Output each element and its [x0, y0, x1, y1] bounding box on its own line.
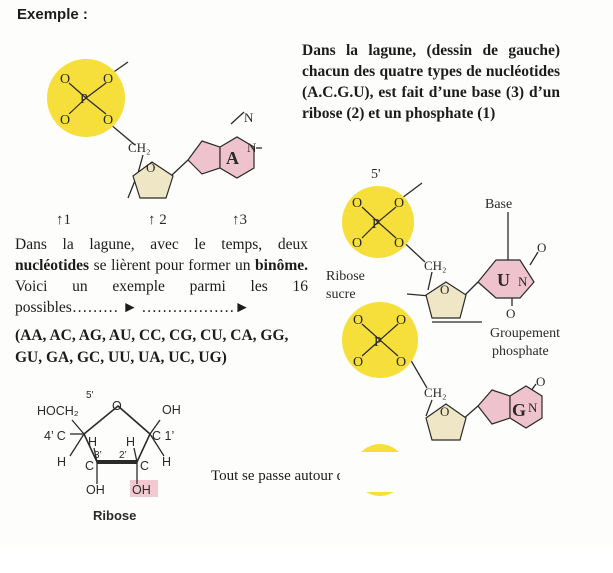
label-1: ↑1 [56, 212, 71, 228]
svg-text:O: O [506, 306, 515, 321]
svg-text:O: O [353, 355, 363, 370]
base-letter-u: U [497, 270, 510, 290]
svg-text:H: H [126, 435, 135, 449]
ribose-pentagon-3 [425, 403, 467, 441]
svg-text:5': 5' [86, 390, 94, 401]
svg-text:P: P [374, 335, 382, 350]
oh-2-label: OH [132, 483, 151, 497]
left-paragraph: Dans la lagune, avec le temps, deux nucl… [15, 236, 308, 316]
svg-text:O: O [440, 282, 449, 297]
svg-text:O: O [60, 72, 70, 87]
svg-text:3’: 3’ [94, 450, 102, 461]
svg-text:N: N [244, 110, 254, 125]
svg-text:CH₂: CH₂ [424, 258, 447, 273]
ribose-label: Ribose [326, 269, 365, 284]
svg-text:N: N [247, 140, 257, 155]
phosphate-p-label: P [80, 92, 88, 107]
svg-text:P: P [372, 217, 380, 232]
oh-2-highlight [130, 480, 158, 497]
svg-text:N: N [518, 274, 528, 289]
nucleotide-diagram: P O O O O CH₂ O A N N ↑1 ↑ 2 ↑3 [47, 59, 262, 228]
c4-label: 4’ C [44, 429, 66, 443]
c1-label: C 1’ [152, 429, 174, 443]
svg-text:2’: 2’ [119, 450, 127, 461]
svg-text:O: O [396, 355, 406, 370]
right-paragraph: Dans la lagune, (dessin de gauche) chacu… [302, 42, 560, 122]
svg-text:O: O [103, 72, 113, 87]
svg-text:O: O [394, 236, 404, 251]
svg-text:CH₂: CH₂ [424, 385, 447, 400]
svg-text:H: H [57, 455, 66, 469]
svg-text:O: O [396, 313, 406, 328]
label-2: ↑ 2 [148, 212, 167, 228]
base-hexagon-1 [219, 136, 255, 179]
base-letter-g: G [512, 400, 526, 420]
svg-text:5': 5' [371, 167, 381, 182]
base-letter-a: A [226, 148, 239, 168]
base-label: Base [485, 197, 512, 212]
svg-text:C: C [85, 459, 94, 473]
base-hexagon-g [509, 385, 543, 429]
dinucleotide-diagram: 5' [326, 167, 560, 496]
phosphate-group-label: Groupement [490, 326, 560, 341]
svg-text:C: C [140, 459, 149, 473]
ribose-pentagon-1 [132, 161, 174, 199]
svg-text:OH: OH [162, 403, 181, 417]
svg-text:O: O [440, 404, 449, 419]
page-heading: Exemple : [17, 6, 88, 23]
svg-text:O: O [60, 113, 70, 128]
svg-text:sucre: sucre [326, 287, 356, 302]
label-3: ↑3 [232, 212, 247, 228]
svg-text:O: O [112, 399, 122, 413]
svg-text:O: O [537, 240, 546, 255]
svg-text:H: H [88, 435, 97, 449]
oh-3-label: OH [86, 483, 105, 497]
svg-text:O: O [352, 236, 362, 251]
nucleotide-pairs-list: (AA, AC, AG, AU, CC, CG, CU, CA, GG, GU,… [15, 327, 289, 366]
svg-text:O: O [352, 196, 362, 211]
ribose-pentagon-2 [425, 281, 467, 319]
base-hexagon-u [477, 259, 535, 299]
svg-text:O: O [394, 196, 404, 211]
svg-text:phosphate: phosphate [492, 344, 549, 359]
svg-text:CH₂: CH₂ [128, 140, 151, 155]
ribose-title: Ribose [93, 508, 136, 523]
svg-text:O: O [353, 313, 363, 328]
svg-text:O: O [103, 113, 113, 128]
ribose-structure-diagram: 5' HOCH₂ O OH 4’ C C 1’ H H H H 3’ 2’ C … [37, 390, 181, 523]
svg-text:O: O [146, 160, 155, 175]
svg-text:H: H [162, 455, 171, 469]
svg-text:N: N [528, 400, 538, 415]
textbook-page: Exemple : Dans la lagune, (dessin de gau… [15, 6, 561, 523]
hoch2-label: HOCH₂ [37, 404, 79, 418]
svg-text:O: O [536, 374, 545, 389]
